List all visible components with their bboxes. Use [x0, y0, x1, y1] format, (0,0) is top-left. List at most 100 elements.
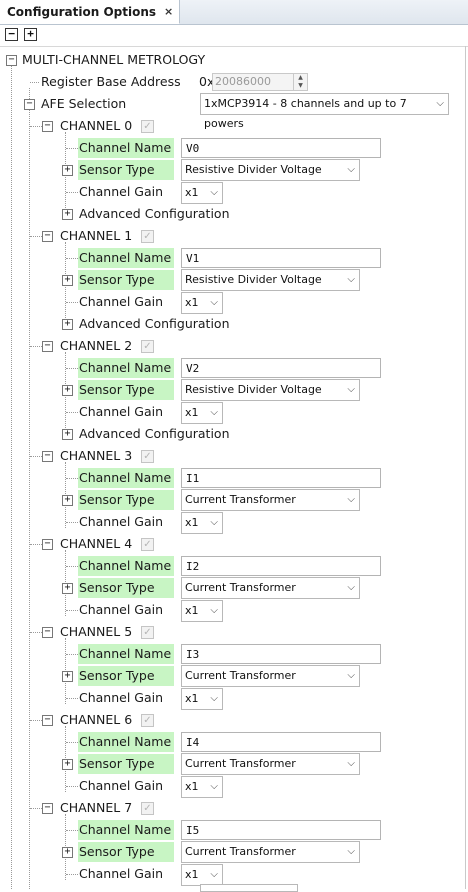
tab-configuration-options[interactable]: Configuration Options ×	[0, 0, 181, 24]
channel-expander-icon[interactable]: −	[42, 539, 53, 550]
channel-expander-icon[interactable]: −	[42, 121, 53, 132]
sensor-type-dropdown[interactable]: Current Transformer⌵	[181, 841, 360, 863]
channel-name-input[interactable]: I3	[181, 644, 381, 664]
channel-gain-label: Channel Gain	[79, 514, 164, 529]
channel-title: CHANNEL 0	[60, 118, 133, 133]
tree-connector	[66, 874, 78, 875]
checkbox-checked-icon[interactable]: ✓	[141, 538, 154, 551]
channel-gain-value: x1	[185, 296, 199, 309]
channel-gain-value: x1	[185, 186, 199, 199]
sensor-type-label: Sensor Type	[78, 270, 174, 290]
channel-gain-label: Channel Gain	[79, 602, 164, 617]
channel-name-label: Channel Name	[78, 468, 174, 488]
sensor-type-dropdown[interactable]: Current Transformer⌵	[181, 577, 360, 599]
chevron-down-icon: ⌵	[210, 781, 218, 792]
expand-all-icon[interactable]: +	[24, 28, 37, 41]
channel-name-label: Channel Name	[78, 358, 174, 378]
panel-edge	[465, 46, 466, 889]
sensor-type-expander-icon[interactable]: +	[62, 275, 73, 286]
channel-expander-icon[interactable]: −	[42, 627, 53, 638]
channel-gain-dropdown[interactable]: x1⌵	[181, 688, 223, 710]
sensor-type-value: Current Transformer	[185, 581, 296, 594]
checkbox-checked-icon[interactable]: ✓	[141, 626, 154, 639]
checkbox-checked-icon[interactable]: ✓	[141, 120, 154, 133]
channel-name-input[interactable]: I2	[181, 556, 381, 576]
advanced-configuration-label[interactable]: Advanced Configuration	[79, 316, 230, 331]
channel-name-input[interactable]: V2	[181, 358, 381, 378]
channel-name-input[interactable]: I5	[181, 820, 381, 840]
sensor-type-expander-icon[interactable]: +	[62, 759, 73, 770]
checkbox-checked-icon[interactable]: ✓	[141, 714, 154, 727]
collapse-all-icon[interactable]: −	[5, 28, 18, 41]
tree-guide	[65, 132, 66, 220]
tree-connector	[30, 808, 44, 809]
sensor-type-expander-icon[interactable]: +	[62, 165, 73, 176]
sensor-type-dropdown[interactable]: Resistive Divider Voltage Sensor⌵	[181, 379, 360, 416]
register-prefix: 0x	[199, 74, 215, 89]
checkbox-checked-icon[interactable]: ✓	[141, 340, 154, 353]
channel-gain-dropdown[interactable]: x1 ⌵	[181, 182, 223, 204]
sensor-type-dropdown[interactable]: Current Transformer⌵	[181, 489, 360, 511]
spinner-arrows-icon[interactable]: ▲ ▼	[293, 74, 307, 90]
chevron-down-icon: ⌵	[210, 407, 218, 418]
channel-expander-icon[interactable]: −	[42, 715, 53, 726]
afe-expander-icon[interactable]: −	[24, 99, 35, 110]
tree-connector	[66, 786, 78, 787]
root-expander-icon[interactable]: −	[6, 55, 17, 66]
sensor-type-expander-icon[interactable]: +	[62, 847, 73, 858]
sensor-type-expander-icon[interactable]: +	[62, 385, 73, 396]
close-icon[interactable]: ×	[164, 5, 174, 18]
channel-expander-icon[interactable]: −	[42, 803, 53, 814]
channel-gain-dropdown[interactable]: x1⌵	[181, 512, 223, 534]
sensor-type-dropdown[interactable]: Resistive Divider Voltage Sensor⌵	[181, 159, 360, 196]
advanced-configuration-label[interactable]: Advanced Configuration	[79, 206, 230, 221]
channel-name-input[interactable]: I1	[181, 468, 381, 488]
sensor-type-dropdown[interactable]: Current Transformer ⌵	[181, 753, 360, 775]
channel-gain-dropdown[interactable]: x1⌵	[181, 402, 223, 424]
sensor-type-label: Sensor Type	[78, 666, 174, 686]
afe-selection-dropdown[interactable]: 1xMCP3914 - 8 channels and up to 7 power…	[200, 93, 449, 130]
checkbox-checked-icon[interactable]: ✓	[141, 450, 154, 463]
tree-connector	[30, 82, 39, 83]
advanced-configuration-expander-icon[interactable]: +	[62, 319, 73, 330]
channel-expander-icon[interactable]: −	[42, 341, 53, 352]
tab-title: Configuration Options	[7, 4, 157, 19]
channel-gain-dropdown[interactable]: x1⌵	[181, 292, 223, 314]
sensor-type-expander-icon[interactable]: +	[62, 583, 73, 594]
channel-name-input[interactable]: V1	[181, 248, 381, 268]
chevron-down-icon: ⌵	[210, 187, 218, 198]
channel-name-label: Channel Name	[78, 248, 174, 268]
tree-connector	[30, 720, 44, 721]
tree-connector	[66, 478, 78, 479]
channel-name-input[interactable]: I4	[181, 732, 381, 752]
channel-name-input[interactable]: V0	[181, 138, 381, 158]
tree-guide	[11, 66, 12, 889]
sensor-type-dropdown[interactable]: Current Transformer⌵	[181, 665, 360, 687]
tree-connector	[30, 126, 44, 127]
advanced-configuration-expander-icon[interactable]: +	[62, 429, 73, 440]
tree-connector	[66, 258, 78, 259]
checkbox-checked-icon[interactable]: ✓	[141, 802, 154, 815]
channel-gain-dropdown[interactable]: x1⌵	[181, 864, 223, 886]
chevron-down-icon: ⌵	[347, 758, 355, 769]
chevron-down-icon: ⌵	[347, 846, 355, 857]
sensor-type-expander-icon[interactable]: +	[62, 495, 73, 506]
sensor-type-dropdown[interactable]: Resistive Divider Voltage Sensor⌵	[181, 269, 360, 306]
tree-connector	[66, 192, 78, 193]
afe-selection-label: AFE Selection	[41, 96, 127, 111]
channel-gain-dropdown[interactable]: x1⌵	[181, 600, 223, 622]
tree-connector	[30, 456, 44, 457]
register-base-address-field[interactable]: 20086000▲ ▼	[212, 73, 308, 91]
tree-guide	[65, 352, 66, 440]
advanced-configuration-expander-icon[interactable]: +	[62, 209, 73, 220]
sensor-type-expander-icon[interactable]: +	[62, 671, 73, 682]
partial-dropdown[interactable]	[200, 884, 298, 892]
channel-gain-dropdown[interactable]: x1⌵	[181, 776, 223, 798]
advanced-configuration-label[interactable]: Advanced Configuration	[79, 426, 230, 441]
channel-title: CHANNEL 4	[60, 536, 133, 551]
channel-expander-icon[interactable]: −	[42, 231, 53, 242]
checkbox-checked-icon[interactable]: ✓	[141, 230, 154, 243]
afe-selection-value: 1xMCP3914 - 8 channels and up to 7 power…	[204, 97, 407, 130]
channel-expander-icon[interactable]: −	[42, 451, 53, 462]
sensor-type-value: Current Transformer	[185, 757, 296, 770]
